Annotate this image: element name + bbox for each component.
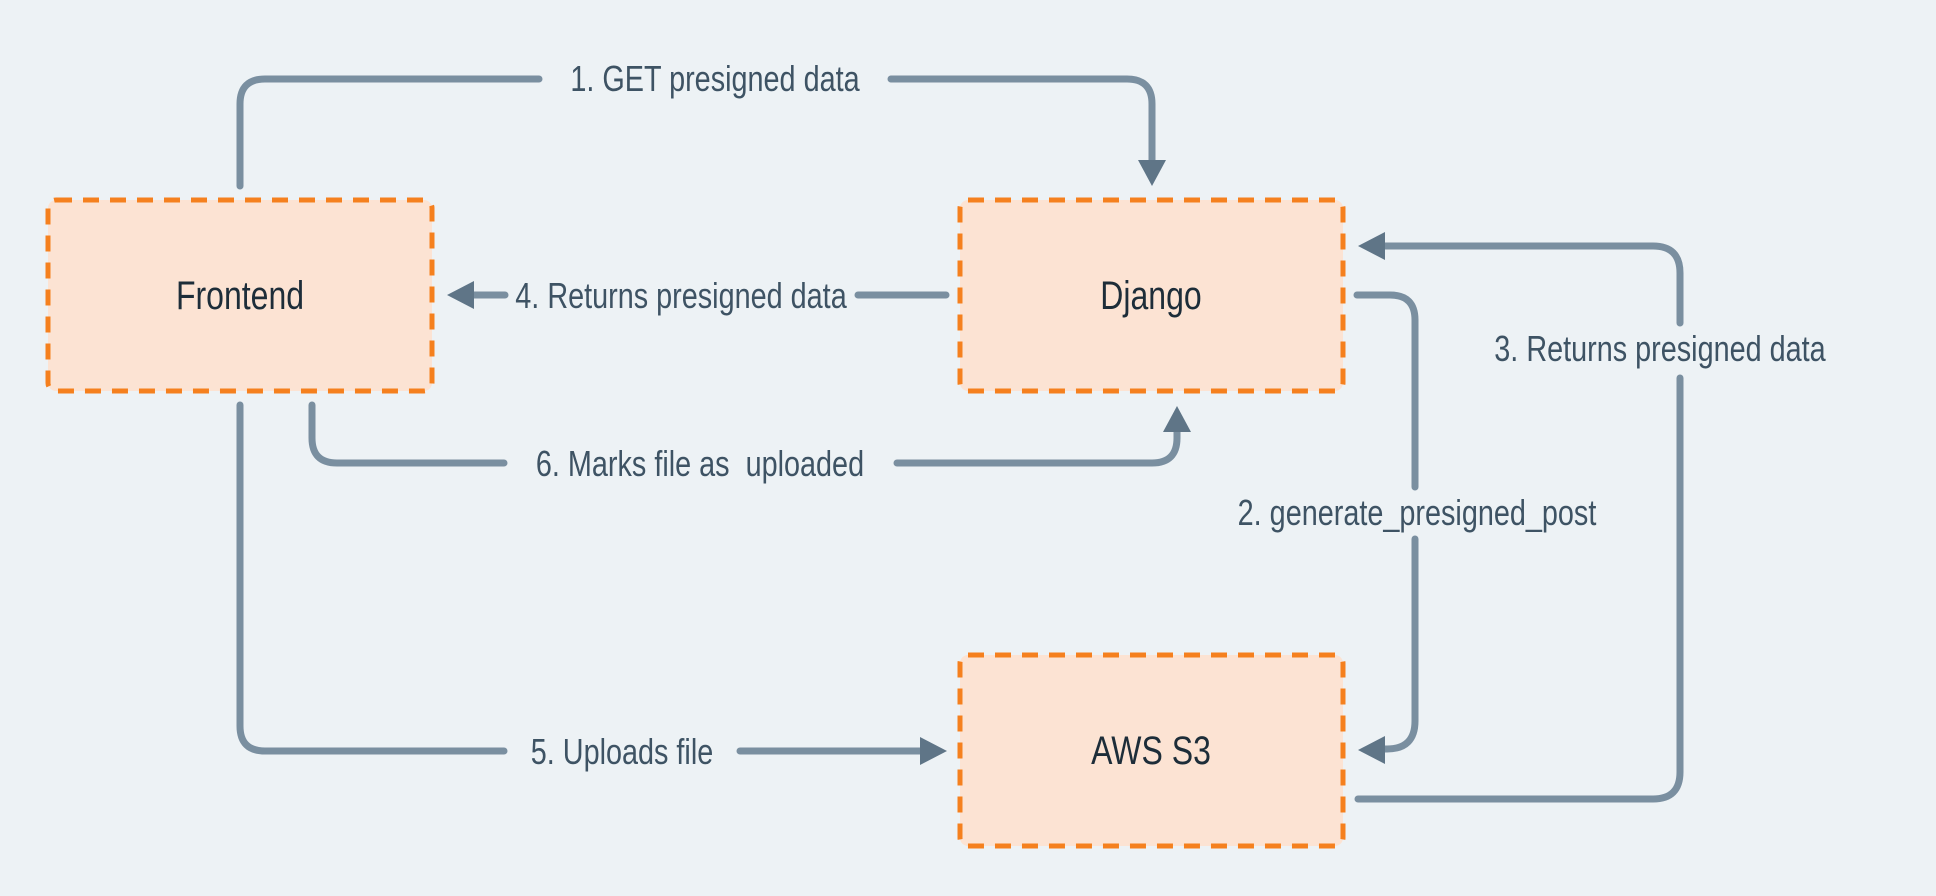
arrow-1-get-presigned-data xyxy=(236,75,1166,190)
arrow-4-returns-presigned-data xyxy=(447,281,950,309)
arrow-5-uploads-file xyxy=(236,401,947,765)
arrow-3-returns-presigned-data xyxy=(1354,232,1684,803)
arrow-2-generate-presigned-post xyxy=(1353,291,1419,764)
node-frontend-box xyxy=(45,197,435,394)
node-aws-s3-box xyxy=(957,652,1346,849)
arrowhead-left-icon xyxy=(447,281,474,309)
arrowhead-right-icon xyxy=(920,737,947,765)
node-aws-s3-label: AWS S3 xyxy=(1091,729,1211,773)
node-django-label: Django xyxy=(1100,274,1202,318)
arrowhead-left-icon xyxy=(1358,736,1385,764)
edge-label-step-4: 4. Returns presigned data xyxy=(515,275,847,316)
arrow-6-marks-file-uploaded xyxy=(308,401,1191,467)
edge-label-step-6: 6. Marks file as uploaded xyxy=(535,443,865,484)
arrowhead-down-icon xyxy=(1138,160,1166,186)
node-frontend-label: Frontend xyxy=(175,274,305,318)
arrowhead-up-icon xyxy=(1163,406,1191,432)
arrowhead-left-icon xyxy=(1358,232,1385,260)
edge-label-step-5: 5. Uploads file xyxy=(530,731,714,772)
edge-label-step-2: 2. generate_presigned_post xyxy=(1237,492,1597,533)
edge-label-step-3: 3. Returns presigned data xyxy=(1494,328,1826,369)
node-django-box xyxy=(957,197,1346,394)
edge-label-step-1: 1. GET presigned data xyxy=(570,58,860,99)
